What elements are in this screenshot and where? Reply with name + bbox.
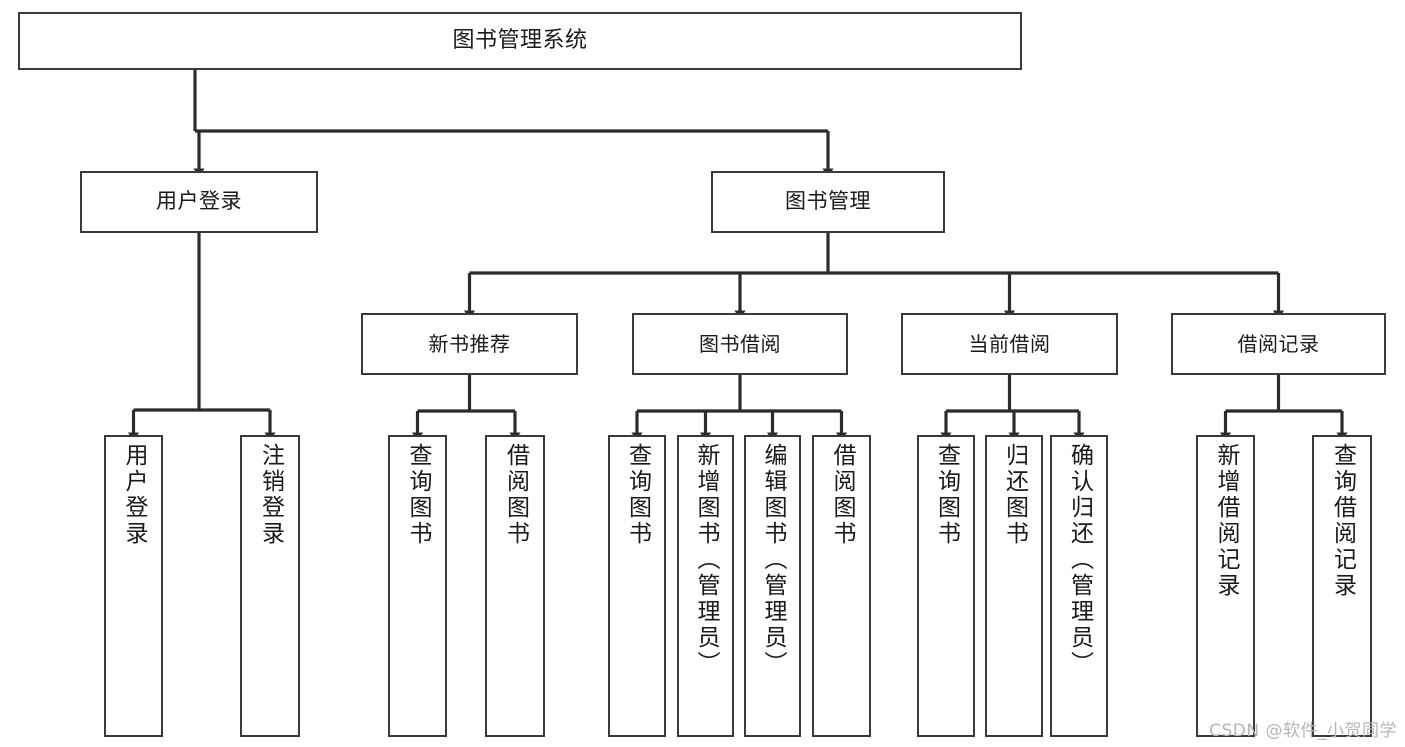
node-leaf-return-book[interactable]: 归还图书 — [985, 435, 1043, 737]
node-label: 当前借阅 — [968, 331, 1051, 356]
node-label: 用户登录 — [156, 189, 242, 214]
node-label: 查询图书 — [933, 443, 960, 547]
node-label: 查询借阅记录 — [1329, 443, 1356, 599]
node-label: 图书借阅 — [699, 331, 781, 356]
node-borrow-record[interactable]: 借阅记录 — [1171, 313, 1386, 375]
node-current-borrow[interactable]: 当前借阅 — [901, 313, 1118, 375]
node-label: 新增借阅记录 — [1213, 443, 1239, 599]
node-book-borrow[interactable]: 图书借阅 — [632, 313, 848, 375]
node-label: 图书管理 — [785, 189, 871, 214]
node-label: 归还图书 — [1001, 443, 1028, 547]
node-leaf-logout[interactable]: 注销登录 — [240, 435, 300, 737]
watermark-label: CSDN @软件_小贺同学 — [1209, 721, 1397, 741]
node-new-book-recommend[interactable]: 新书推荐 — [361, 313, 578, 375]
node-leaf-borrow-book-recommend[interactable]: 借阅图书 — [485, 435, 545, 737]
node-label: 借阅记录 — [1237, 331, 1320, 356]
node-leaf-borrow-book[interactable]: 借阅图书 — [812, 435, 871, 737]
node-label: 注销登录 — [257, 443, 284, 547]
node-leaf-query-book-borrow[interactable]: 查询图书 — [608, 435, 666, 737]
node-book-management[interactable]: 图书管理 — [711, 171, 945, 233]
node-leaf-confirm-return[interactable]: 确认归还（管理员） — [1050, 435, 1108, 737]
node-label: 借阅图书 — [829, 443, 855, 547]
node-user-login[interactable]: 用户登录 — [80, 171, 318, 233]
node-label: 编辑图书（管理员） — [760, 443, 786, 677]
node-label: 新书推荐 — [428, 331, 511, 356]
node-leaf-query-book-current[interactable]: 查询图书 — [917, 435, 975, 737]
node-leaf-add-borrow-record[interactable]: 新增借阅记录 — [1196, 435, 1255, 737]
node-leaf-add-book[interactable]: 新增图书（管理员） — [677, 435, 734, 737]
node-leaf-query-borrow-record[interactable]: 查询借阅记录 — [1312, 435, 1372, 737]
node-leaf-user-login[interactable]: 用户登录 — [104, 435, 163, 737]
node-label: 用户登录 — [121, 443, 147, 547]
node-label: 借阅图书 — [502, 443, 529, 547]
node-label: 确认归还（管理员） — [1066, 443, 1093, 677]
node-label: 图书管理系统 — [452, 27, 588, 53]
node-label: 查询图书 — [405, 443, 431, 547]
node-leaf-query-book-recommend[interactable]: 查询图书 — [388, 435, 447, 737]
edge-paths — [128, 70, 1348, 442]
node-root[interactable]: 图书管理系统 — [18, 12, 1022, 70]
node-leaf-edit-book[interactable]: 编辑图书（管理员） — [744, 435, 801, 737]
node-label: 新增图书（管理员） — [693, 443, 719, 677]
node-label: 查询图书 — [624, 443, 651, 547]
